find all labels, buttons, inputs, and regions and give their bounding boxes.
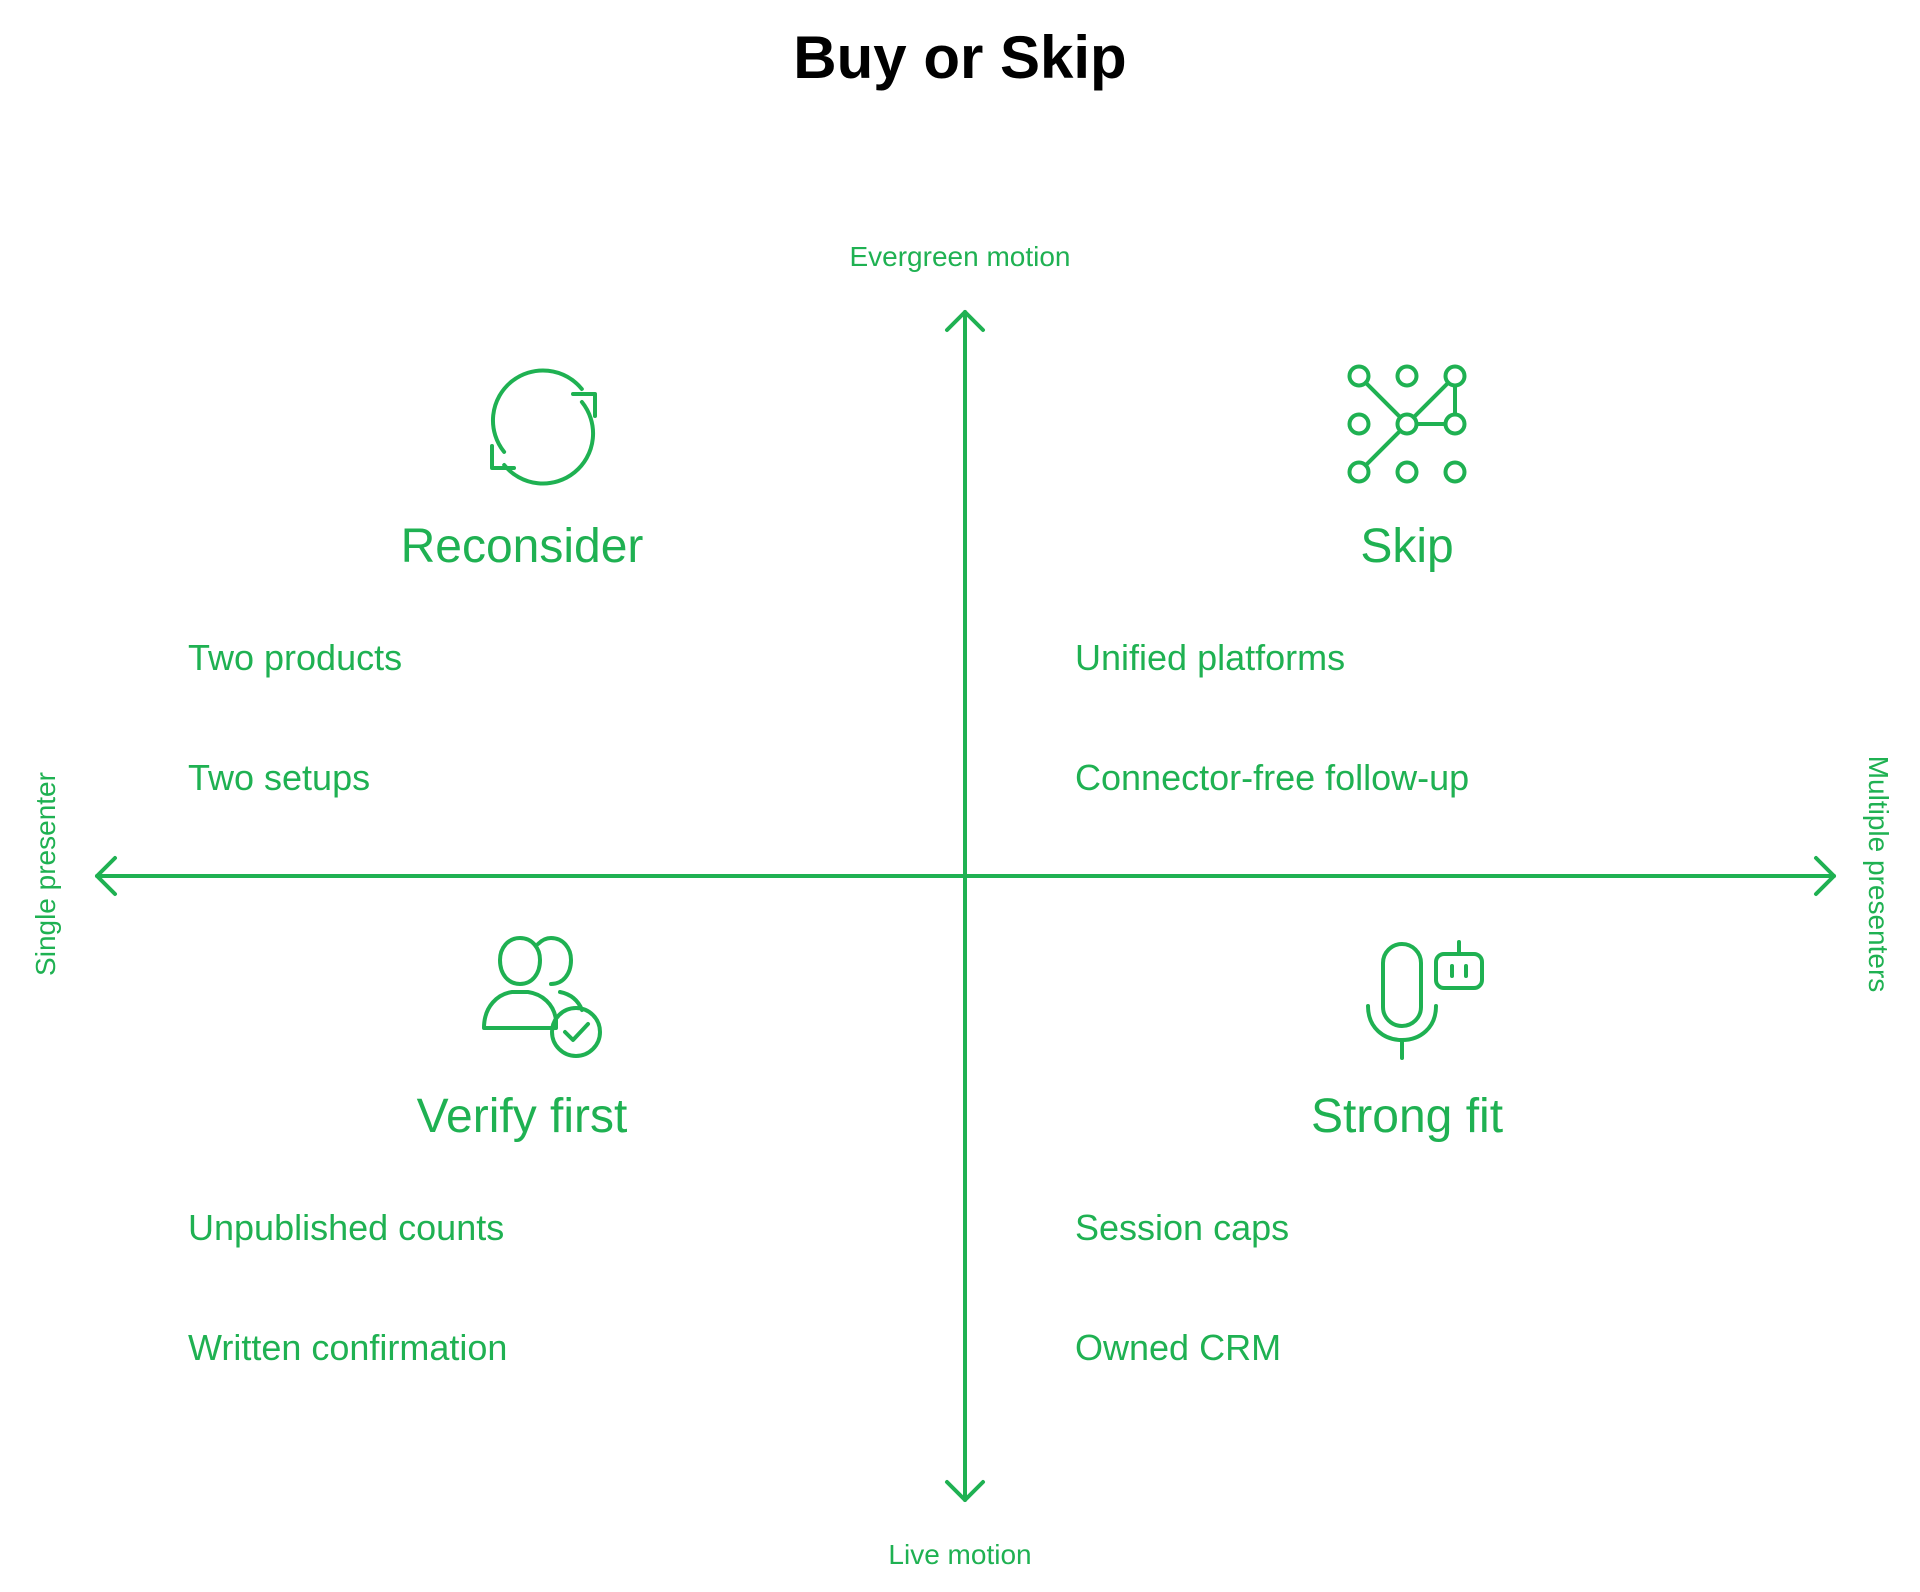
up-arrowhead — [945, 310, 985, 332]
down-arrowhead — [945, 1480, 985, 1502]
quadrant-title: Verify first — [416, 1090, 628, 1143]
axis-label-right: Multiple presenters — [1863, 755, 1894, 993]
quadrant-item: Unpublished counts — [188, 1207, 505, 1248]
network-nodes-icon — [1347, 364, 1467, 484]
quadrant-title: Strong fit — [1310, 1090, 1504, 1143]
quadrant-item: Owned CRM — [1075, 1327, 1282, 1368]
users-check-icon — [482, 936, 602, 1058]
quadrant-item: Two products — [188, 637, 403, 678]
quadrant-item: Unified platforms — [1075, 637, 1346, 678]
refresh-cycle-icon — [490, 368, 597, 486]
axis-label-top: Evergreen motion — [849, 241, 1071, 272]
axis-label-left: Single presenter — [30, 772, 61, 976]
quadrant-item: Written confirmation — [188, 1327, 508, 1368]
diagram-title: Buy or Skip — [793, 24, 1127, 91]
quadrant-title: Skip — [1360, 520, 1454, 573]
quadrant-item: Session caps — [1075, 1207, 1290, 1248]
left-arrowhead — [95, 856, 117, 896]
microphone-robot-icon — [1366, 940, 1484, 1060]
quadrant-item: Connector-free follow-up — [1075, 757, 1470, 798]
axis-label-bottom: Live motion — [888, 1539, 1032, 1570]
right-arrowhead — [1814, 856, 1836, 896]
quadrant-item: Two setups — [188, 757, 371, 798]
quadrant-title: Reconsider — [400, 520, 644, 573]
